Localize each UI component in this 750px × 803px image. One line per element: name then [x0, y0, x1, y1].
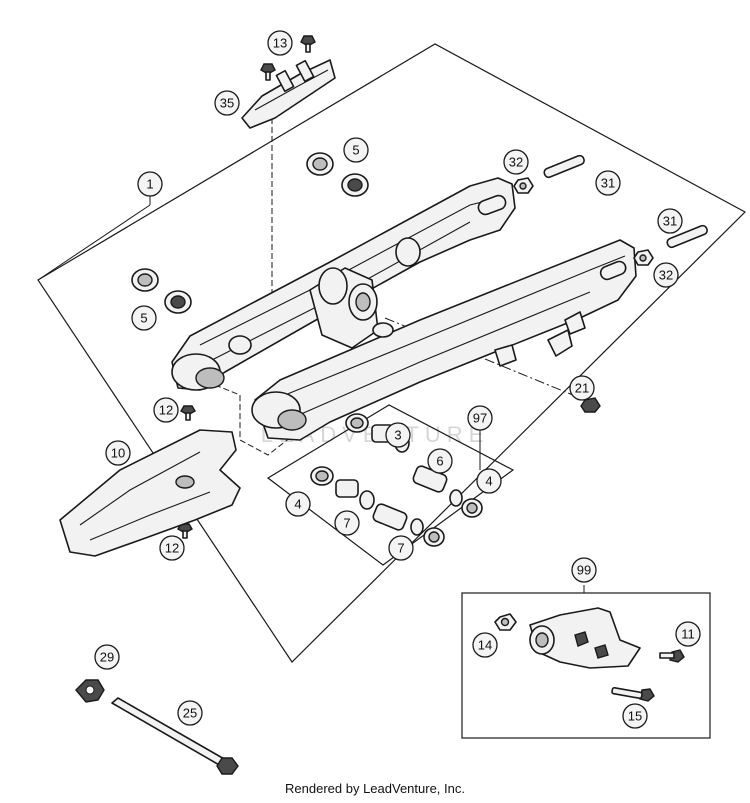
svg-text:25: 25	[183, 706, 197, 721]
callout-25[interactable]: 25	[177, 700, 203, 726]
callout-10[interactable]: 10	[105, 440, 131, 466]
chain-slider-guard	[241, 59, 336, 129]
svg-text:29: 29	[100, 650, 114, 665]
callout-5-upper[interactable]: 5	[343, 137, 369, 163]
callout-4-left[interactable]: 4	[285, 491, 311, 517]
callout-4-right[interactable]: 4	[476, 468, 502, 494]
nut-32-lower	[633, 249, 654, 266]
svg-text:3: 3	[394, 428, 401, 443]
svg-text:12: 12	[165, 541, 179, 556]
callout-32-upper[interactable]: 32	[503, 149, 529, 175]
svg-text:14: 14	[478, 638, 492, 653]
callout-31-upper[interactable]: 31	[595, 170, 621, 196]
swingarm	[171, 177, 637, 441]
svg-text:10: 10	[111, 446, 125, 461]
swingarm-assembly-box	[37, 43, 746, 663]
svg-text:4: 4	[485, 474, 492, 489]
svg-text:12: 12	[159, 403, 173, 418]
callout-1[interactable]: 1	[137, 171, 163, 197]
chain-guide-parts	[494, 607, 685, 702]
callout-99[interactable]: 99	[571, 557, 597, 583]
pin-31-upper	[543, 154, 585, 179]
leader-lines	[37, 196, 585, 593]
nut-21	[580, 397, 601, 413]
callout-29[interactable]: 29	[94, 644, 120, 670]
footer-credit: Rendered by LeadVenture, Inc.	[285, 781, 465, 796]
assembly-line-bearings	[214, 384, 301, 456]
callout-5-lower[interactable]: 5	[131, 305, 157, 331]
svg-text:5: 5	[140, 311, 147, 326]
svg-text:13: 13	[273, 36, 287, 51]
callout-7-right[interactable]: 7	[388, 535, 414, 561]
svg-text:31: 31	[663, 214, 677, 229]
nut-29	[75, 679, 105, 703]
callout-11[interactable]: 11	[675, 621, 701, 647]
svg-text:5: 5	[352, 143, 359, 158]
chain-guide-kit-box	[461, 592, 711, 739]
callout-14[interactable]: 14	[472, 632, 498, 658]
callout-21[interactable]: 21	[569, 375, 595, 401]
svg-text:35: 35	[220, 96, 234, 111]
axle-25	[111, 697, 239, 775]
svg-text:7: 7	[397, 541, 404, 556]
svg-text:4: 4	[294, 497, 301, 512]
nut-32-upper	[513, 177, 534, 194]
callout-97[interactable]: 97	[467, 405, 493, 431]
svg-text:7: 7	[343, 516, 350, 531]
svg-text:1: 1	[146, 177, 153, 192]
callout-12-upper[interactable]: 12	[153, 397, 179, 423]
callout-32-lower[interactable]: 32	[653, 262, 679, 288]
callout-13[interactable]: 13	[267, 30, 293, 56]
screw-13	[260, 35, 316, 81]
screw-12-lower	[177, 523, 193, 539]
pin-31-lower	[666, 224, 708, 249]
screw-12-upper	[180, 405, 196, 421]
callout-35[interactable]: 35	[214, 90, 240, 116]
svg-text:32: 32	[509, 155, 523, 170]
callout-7-left[interactable]: 7	[334, 510, 360, 536]
callout-6[interactable]: 6	[427, 448, 453, 474]
svg-text:32: 32	[659, 268, 673, 283]
svg-text:11: 11	[681, 627, 695, 642]
callout-12-lower[interactable]: 12	[159, 535, 185, 561]
callout-31-lower[interactable]: 31	[657, 208, 683, 234]
callout-3[interactable]: 3	[385, 422, 411, 448]
svg-text:15: 15	[628, 709, 642, 724]
svg-text:99: 99	[577, 563, 591, 578]
bushing-5-lower	[131, 268, 192, 314]
svg-text:97: 97	[473, 411, 487, 426]
chain-slider-10	[59, 429, 241, 557]
bushing-5-upper	[306, 152, 369, 197]
callout-15[interactable]: 15	[622, 703, 648, 729]
svg-text:21: 21	[575, 381, 589, 396]
svg-text:6: 6	[436, 454, 443, 469]
svg-text:31: 31	[601, 176, 615, 191]
